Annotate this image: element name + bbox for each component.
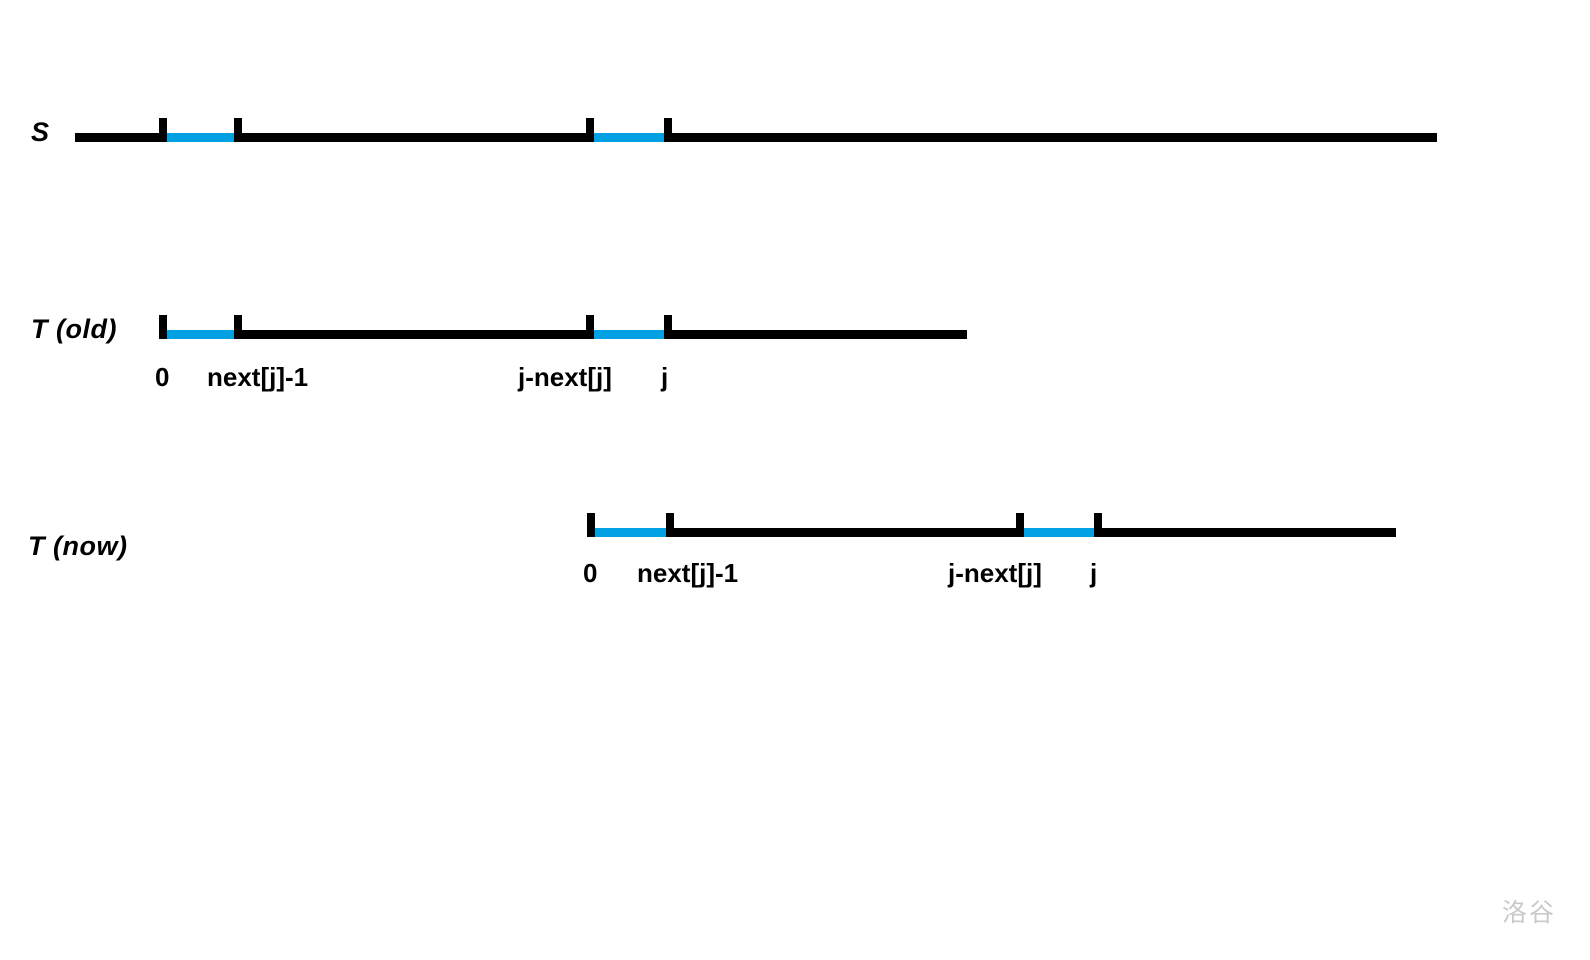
tick-mark-t-now-2 — [1016, 513, 1024, 537]
tick-mark-t-old-0 — [159, 315, 167, 339]
tick-label-t-now-2: j-next[j] — [948, 558, 1042, 588]
watermark: 洛谷 — [1502, 898, 1557, 927]
tick-mark-s-2 — [586, 118, 594, 142]
highlight-segment-s-0 — [163, 133, 238, 142]
tick-label-t-old-3: j — [661, 362, 669, 392]
tick-mark-s-1 — [234, 118, 242, 142]
tick-mark-s-0 — [159, 118, 167, 142]
row-label-t-old: T (old) — [31, 314, 117, 344]
tick-label-t-now-1: next[j]-1 — [637, 558, 739, 588]
axis-line-t-now — [591, 528, 1396, 537]
tick-label-t-old-2: j-next[j] — [518, 362, 612, 392]
axis-line-s — [75, 133, 1437, 142]
tick-mark-t-old-2 — [586, 315, 594, 339]
tick-mark-t-old-1 — [234, 315, 242, 339]
tick-label-t-now-0: 0 — [583, 558, 598, 588]
highlight-segment-t-old-1 — [590, 330, 668, 339]
row-label-s: S — [31, 117, 50, 147]
tick-label-t-old-1: next[j]-1 — [207, 362, 309, 392]
tick-mark-t-old-3 — [664, 315, 672, 339]
tick-label-t-old-0: 0 — [155, 362, 170, 392]
highlight-segment-t-old-0 — [163, 330, 238, 339]
axis-line-t-old — [163, 330, 967, 339]
highlight-segment-t-now-1 — [1020, 528, 1098, 537]
row-label-t-now: T (now) — [28, 531, 128, 561]
highlight-segment-t-now-0 — [591, 528, 670, 537]
tick-mark-t-now-1 — [666, 513, 674, 537]
tick-mark-s-3 — [664, 118, 672, 142]
tick-label-t-now-3: j — [1090, 558, 1098, 588]
highlight-segment-s-1 — [590, 133, 668, 142]
tick-mark-t-now-3 — [1094, 513, 1102, 537]
tick-mark-t-now-0 — [587, 513, 595, 537]
